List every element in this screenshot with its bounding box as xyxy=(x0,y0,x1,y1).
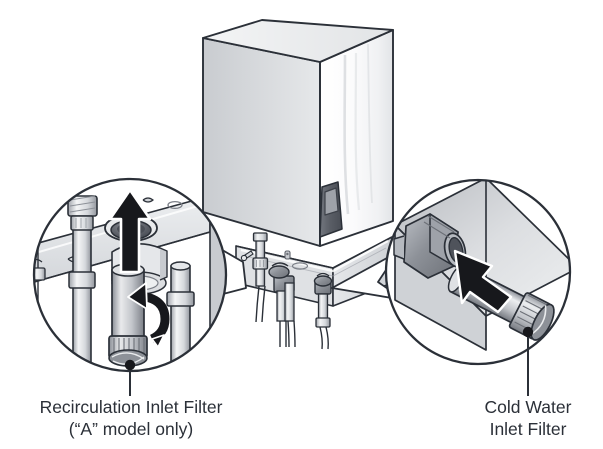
heater-unit xyxy=(202,19,394,307)
remove-up-arrow xyxy=(108,188,152,274)
callout-detail-right xyxy=(384,178,572,366)
cabinet-top-face xyxy=(202,19,394,63)
callout-detail-left xyxy=(32,177,228,373)
rotate-counterclockwise-arrow xyxy=(127,282,170,348)
pipe-riser-left xyxy=(252,232,269,287)
control-panel-display xyxy=(324,187,339,216)
caption-left-line2: (“A” model only) xyxy=(68,419,194,440)
recirculation-filter-cartridge xyxy=(108,263,148,367)
caption-left-line1: Recirculation Inlet Filter xyxy=(39,397,223,417)
caption-cold-water-inlet-filter: Cold Water Inlet Filter xyxy=(448,396,603,441)
leader-left xyxy=(124,359,136,396)
flex-connector-pipe xyxy=(67,195,98,369)
cold-water-inlet-valve xyxy=(313,272,333,350)
pipe-riser-right-detail xyxy=(166,261,195,371)
control-panel xyxy=(319,181,343,238)
insert-arrow xyxy=(453,249,513,314)
leader-right xyxy=(522,326,534,396)
caption-right-line2: Inlet Filter xyxy=(489,419,567,440)
cold-water-valve-body xyxy=(393,213,467,279)
cabinet-side-face xyxy=(202,37,321,247)
valve-cluster-center xyxy=(268,262,295,322)
caption-recirculation-inlet-filter: Recirculation Inlet Filter (“A” model on… xyxy=(0,396,262,441)
plumbing-assembly xyxy=(240,232,333,350)
gas-valve xyxy=(240,250,254,262)
caption-right-line1: Cold Water xyxy=(484,397,572,417)
